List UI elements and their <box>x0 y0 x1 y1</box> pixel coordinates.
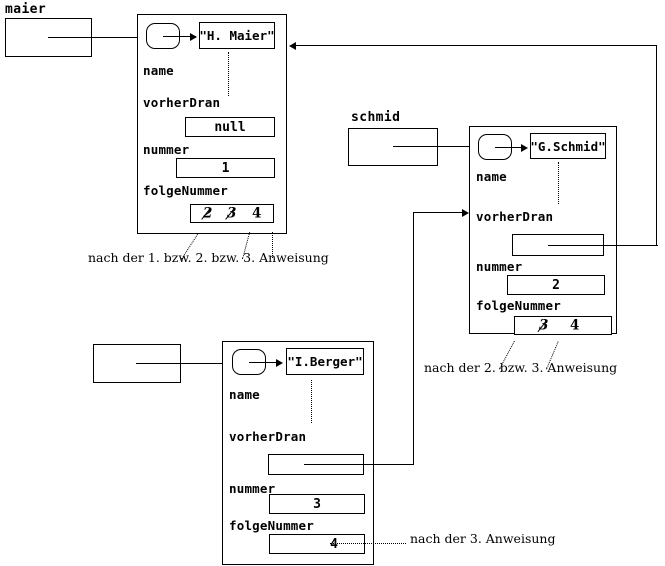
link-maier-var-to-object <box>48 37 144 39</box>
object-box-schmid[interactable] <box>469 126 617 334</box>
value-maier-folgenummer: 2 3 4 <box>190 204 274 223</box>
value-berger-folgenummer: 4 <box>269 534 365 554</box>
value-maier-nummer: 1 <box>176 158 275 178</box>
value-schmid-nummer: 2 <box>507 275 605 295</box>
dotted-leader-maier-name <box>228 52 229 96</box>
attribute-label-berger-folgenummer: folgeNummer <box>229 518 314 533</box>
variable-label-maier: maier <box>5 2 47 17</box>
attribute-label-berger-vorherdran: vorherDran <box>229 429 307 444</box>
attribute-label-maier-nummer: nummer <box>143 142 190 157</box>
link-berger-vorherdran-h2 <box>413 212 463 214</box>
attribute-label-schmid-vorherdran: vorherDran <box>476 209 554 224</box>
arrowhead-berger-to-schmid <box>462 208 469 217</box>
variable-label-schmid: schmid <box>351 110 401 125</box>
dotted-leader-schmid-name <box>558 162 559 204</box>
attribute-label-maier-name: name <box>143 63 174 78</box>
link-schmid-vorherdran-h2 <box>296 45 657 47</box>
folgenummer-value-current: 4 <box>570 316 580 333</box>
object-box-berger[interactable] <box>222 341 374 565</box>
link-schmid-var-to-object <box>393 146 476 148</box>
link-maier-slot-to-name <box>163 36 196 38</box>
value-berger-nummer: 3 <box>269 494 365 514</box>
link-berger-vorherdran-v <box>413 212 415 465</box>
dotted-leader-folgenummer-3 <box>272 232 273 258</box>
attribute-label-schmid-name: name <box>476 169 507 184</box>
attribute-label-maier-vorherdran: vorherDran <box>143 95 221 110</box>
link-schmid-slot-to-name <box>495 147 526 149</box>
dotted-leader-berger-folgenummer <box>330 543 406 544</box>
attribute-label-maier-folgenummer: folgeNummer <box>143 183 228 198</box>
link-berger-var-to-object <box>136 363 228 365</box>
dotted-leader-berger-name <box>311 380 312 423</box>
value-maier-vorherdran: null <box>185 117 275 137</box>
link-berger-vorherdran-h1 <box>304 464 414 466</box>
attribute-label-berger-name: name <box>229 387 260 402</box>
arrowhead-schmid-name <box>521 143 528 152</box>
attribute-label-schmid-nummer: nummer <box>476 259 523 274</box>
link-berger-slot-to-name <box>249 362 281 364</box>
attribute-label-berger-nummer: nummer <box>229 481 276 496</box>
folgenummer-value-current: 4 <box>252 204 262 221</box>
caption-berger: nach der 3. Anweisung <box>410 531 556 546</box>
arrowhead-schmid-to-maier <box>289 41 296 50</box>
string-value-berger-name: "I.Berger" <box>286 348 364 375</box>
caption-maier: nach der 1. bzw. 2. bzw. 3. Anweisung <box>88 250 329 265</box>
link-schmid-vorherdran-v <box>656 45 658 246</box>
arrowhead-berger-name <box>276 358 283 367</box>
attribute-label-schmid-folgenummer: folgeNummer <box>476 298 561 313</box>
caption-schmid: nach der 2. bzw. 3. Anweisung <box>424 360 618 375</box>
arrowhead-maier-name <box>190 32 197 41</box>
string-value-maier-name: "H. Maier" <box>199 22 275 49</box>
link-schmid-vorherdran-h1 <box>548 245 658 247</box>
value-schmid-folgenummer: 3 4 <box>514 316 612 335</box>
string-value-schmid-name: "G.Schmid" <box>530 133 606 159</box>
